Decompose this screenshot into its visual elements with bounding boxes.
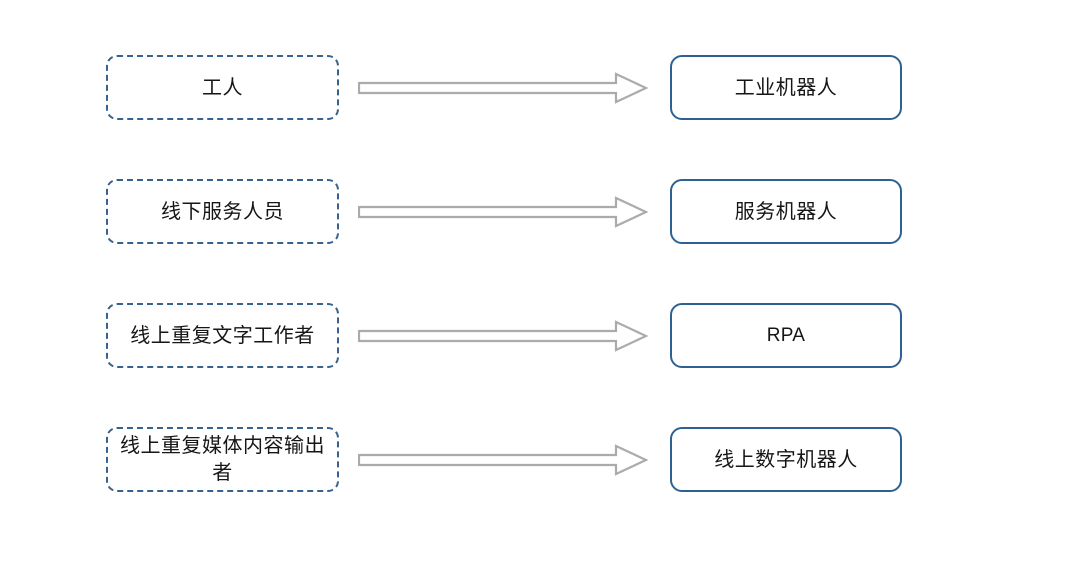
mapping-row-1: 工人 工业机器人: [0, 55, 1068, 121]
mapping-row-3: 线上重复文字工作者 RPA: [0, 303, 1068, 369]
target-box-4[interactable]: 线上数字机器人: [670, 427, 902, 492]
source-box-2[interactable]: 线下服务人员: [106, 179, 339, 244]
target-box-3-label: RPA: [766, 324, 806, 346]
source-box-1[interactable]: 工人: [106, 55, 339, 120]
mapping-row-4: 线上重复媒体内容输出者 线上数字机器人: [0, 427, 1068, 493]
source-box-2-label: 线下服务人员: [161, 200, 284, 223]
source-box-1-label: 工人: [202, 76, 243, 99]
target-box-1-label: 工业机器人: [734, 76, 838, 99]
target-box-4-label: 线上数字机器人: [714, 448, 858, 471]
source-box-3[interactable]: 线上重复文字工作者: [106, 303, 339, 368]
target-box-2-label: 服务机器人: [734, 200, 838, 223]
arrow-offline-service-to-service-robot: [358, 196, 648, 228]
target-box-3[interactable]: RPA: [670, 303, 902, 368]
source-box-4[interactable]: 线上重复媒体内容输出者: [106, 427, 339, 492]
source-box-3-label: 线上重复文字工作者: [130, 324, 315, 347]
mapping-row-2: 线下服务人员 服务机器人: [0, 179, 1068, 245]
target-box-2[interactable]: 服务机器人: [670, 179, 902, 244]
arrow-worker-to-industrial-robot: [358, 72, 648, 104]
source-box-4-label: 线上重复媒体内容输出者: [120, 434, 325, 484]
target-box-1[interactable]: 工业机器人: [670, 55, 902, 120]
arrow-media-creator-to-digital-robot: [358, 444, 648, 476]
arrow-text-worker-to-rpa: [358, 320, 648, 352]
